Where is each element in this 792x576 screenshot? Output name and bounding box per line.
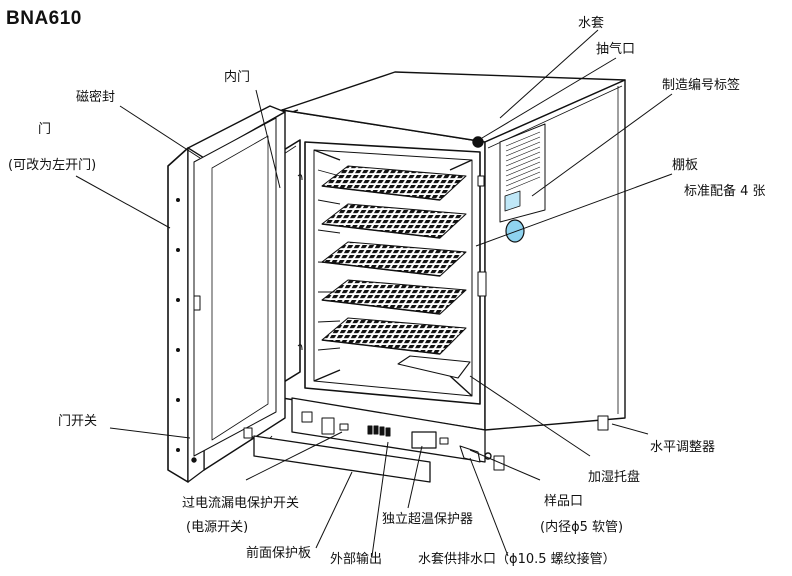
label-serial: 制造编号标签: [662, 78, 741, 93]
label-leveling: 水平调整器: [650, 440, 716, 455]
shelves: [321, 165, 467, 355]
leveling-feet: [493, 415, 609, 471]
sample-port-cap-icon: [505, 219, 525, 243]
outer-door: [167, 105, 286, 483]
label-vent: 抽气口: [596, 42, 636, 57]
vent-port-icon: [472, 136, 484, 148]
label-overtemp: 独立超温保护器: [382, 512, 474, 527]
front-guard-plate: [253, 435, 431, 483]
label-water-port: 水套供排水口（ϕ10.5 螺纹接管）: [418, 552, 616, 567]
model-title: BNA610: [6, 8, 82, 29]
label-door-note: (可改为左开门): [8, 158, 97, 173]
bottom-control-panel: [291, 397, 492, 463]
label-shelf: 棚板: [672, 158, 699, 173]
label-breaker-note: (电源开关): [186, 520, 249, 535]
label-sample-port: 样品口: [544, 494, 584, 509]
label-door-switch: 门开关: [58, 414, 98, 429]
label-door: 门: [38, 122, 52, 137]
label-breaker: 过电流漏电保护开关: [182, 496, 300, 511]
serial-label-plate: [499, 123, 546, 223]
label-humidify-tray: 加湿托盘: [588, 470, 641, 485]
label-sample-port-note: (内径ϕ5 软管): [540, 520, 624, 535]
label-water-jacket: 水套: [578, 16, 605, 31]
label-ext-output: 外部输出: [330, 552, 383, 567]
label-inner-door: 内门: [224, 70, 251, 85]
humidify-tray: [397, 355, 471, 379]
label-magnetic-seal: 磁密封: [76, 90, 116, 105]
label-front-guard: 前面保护板: [246, 546, 312, 561]
label-shelf-note: 标准配备 4 张: [684, 184, 766, 199]
